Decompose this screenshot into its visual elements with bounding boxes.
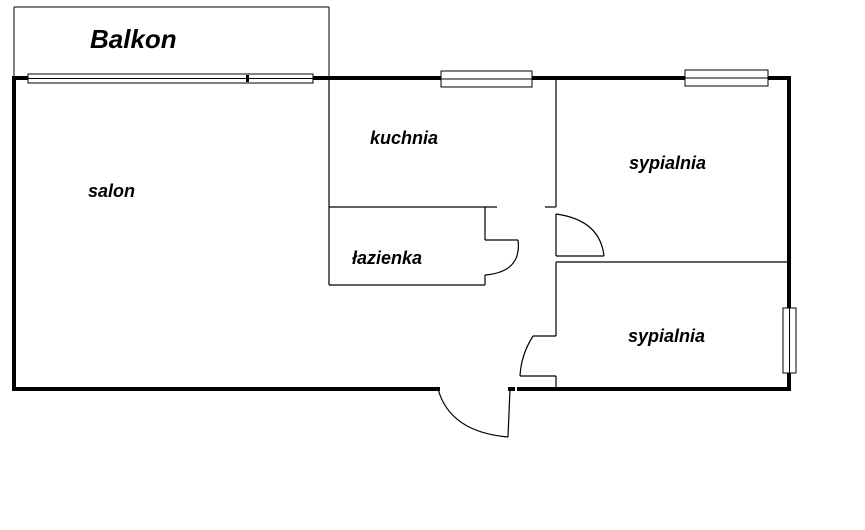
room-label-kuchnia: kuchnia (370, 128, 438, 148)
interior-walls (328, 80, 789, 387)
bedroom-window-top (684, 69, 769, 87)
door-swings (437, 213, 605, 438)
balcony-label: Balkon (90, 24, 177, 54)
room-label-sypialnia-1: sypialnia (629, 153, 706, 173)
kitchen-window (440, 70, 533, 88)
room-label-lazienka: łazienka (352, 248, 422, 268)
bedroom-window-right (782, 307, 797, 374)
balcony-window (27, 73, 314, 84)
balcony (13, 6, 330, 78)
room-label-salon: salon (88, 181, 135, 201)
room-label-sypialnia-2: sypialnia (628, 326, 705, 346)
